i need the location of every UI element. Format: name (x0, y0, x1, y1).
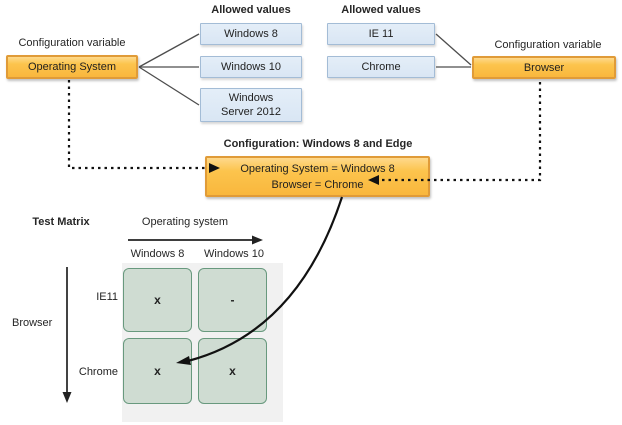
matrix-cell-ie11-windows8: x (123, 268, 192, 332)
os-variable-name: Operating System (27, 61, 117, 73)
matrix-cell-mark: x (154, 364, 161, 378)
browser-allowed-values-header: Allowed values (341, 4, 421, 16)
os-variable-caption: Configuration variable (18, 37, 126, 49)
matrix-row-header-ie11: IE11 (96, 291, 118, 303)
right-arrowhead-icon (252, 235, 263, 245)
os-value-label: Windows 10 (221, 61, 281, 73)
browser-value-box-ie11: IE 11 (327, 23, 435, 45)
os-allowed-values-header: Allowed values (211, 4, 291, 16)
os-value-box-windows10: Windows 10 (200, 56, 302, 78)
os-value-label: Windows 8 (224, 28, 278, 40)
browser-value-box-chrome: Chrome (327, 56, 435, 78)
configuration-heading: Configuration: Windows 8 and Edge (223, 138, 413, 150)
test-matrix-title: Test Matrix (32, 216, 90, 228)
os-axis-arrow (128, 235, 263, 245)
down-arrowhead-icon (62, 392, 72, 403)
matrix-cell-mark: x (229, 364, 236, 378)
os-value-box-windows8: Windows 8 (200, 23, 302, 45)
os-variable-box: Operating System (6, 55, 138, 79)
matrix-cell-chrome-windows8: x (123, 338, 192, 404)
matrix-row-header-chrome: Chrome (78, 366, 118, 378)
browser-value-connector-lines (435, 33, 472, 68)
os-axis-label: Operating system (141, 216, 229, 228)
os-value-connector-lines (138, 33, 200, 106)
browser-value-label: IE 11 (368, 28, 394, 40)
matrix-cell-mark: - (230, 293, 235, 307)
os-to-configuration-dashed-arrow (67, 80, 220, 173)
configuration-line-browser: Browser = Chrome (271, 178, 364, 191)
matrix-cell-mark: x (154, 293, 161, 307)
browser-value-label: Chrome (361, 61, 401, 73)
matrix-cell-ie11-windows10: - (198, 268, 267, 332)
browser-variable-box: Browser (472, 56, 616, 79)
os-value-label: Windows Server 2012 (221, 92, 281, 118)
browser-variable-caption: Configuration variable (494, 39, 602, 51)
configuration-box: Operating System = Windows 8 Browser = C… (205, 156, 430, 197)
browser-axis-arrow (62, 267, 72, 403)
matrix-column-header-windows8: Windows 8 (130, 248, 185, 260)
matrix-column-header-windows10: Windows 10 (204, 248, 264, 260)
os-value-box-windows-server-2012: Windows Server 2012 (200, 88, 302, 122)
browser-axis-label: Browser (12, 317, 53, 329)
browser-variable-name: Browser (523, 61, 565, 74)
matrix-cell-chrome-windows10: x (198, 338, 267, 404)
configuration-line-os: Operating System = Windows 8 (240, 162, 395, 175)
